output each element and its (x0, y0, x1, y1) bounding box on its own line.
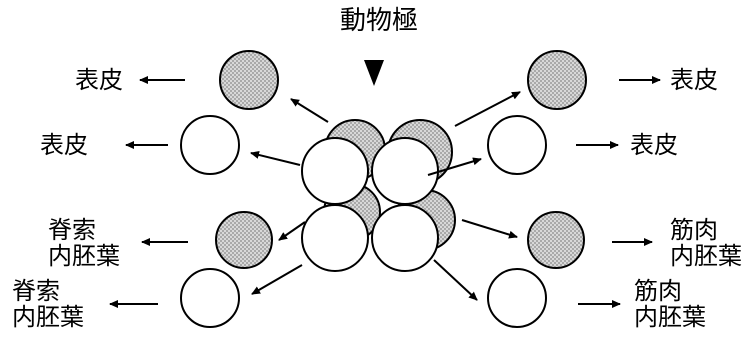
label-left-row3-notochord-endoderm: 脊索 内胚葉 (48, 217, 120, 269)
label-right-row3-line1: 筋肉 (670, 216, 718, 244)
label-left-row3-line2: 内胚葉 (48, 242, 120, 270)
cell-left-row2-white (180, 115, 240, 175)
center-cell-tr (371, 137, 439, 205)
label-left-row4-line2: 内胚葉 (12, 303, 84, 331)
title-animal-pole: 動物極 (340, 6, 419, 36)
arrow-center-to-left-row3 (278, 221, 306, 241)
center-cell-bl (301, 204, 369, 272)
cell-left-row4-white (180, 268, 240, 328)
arrow-center-to-left-row2 (250, 151, 301, 166)
arrow-center-to-right-row2 (427, 157, 482, 176)
label-left-row2-epidermis: 表皮 (40, 131, 88, 159)
label-right-row4-line2: 内胚葉 (634, 303, 706, 331)
arrow-center-to-right-row4 (433, 259, 478, 301)
arrow-center-to-right-row3 (461, 219, 518, 239)
label-right-row3-muscle-endoderm: 筋肉 内胚葉 (670, 217, 742, 269)
label-right-row2-epidermis: 表皮 (630, 131, 678, 159)
label-left-row4-notochord-endoderm: 脊索 内胚葉 (12, 278, 84, 330)
cell-right-row4-white (487, 268, 547, 328)
arrow-center-to-left-row4 (251, 264, 303, 295)
label-right-row1-epidermis: 表皮 (670, 66, 718, 94)
label-left-row1-epidermis: 表皮 (75, 66, 123, 94)
label-right-row4-line1: 筋肉 (634, 277, 682, 305)
animal-pole-marker (364, 60, 384, 86)
cell-left-row3-shaded (215, 211, 273, 269)
cell-right-row3-shaded (527, 211, 585, 269)
center-cell-br (371, 204, 439, 272)
arrow-center-to-right-row1 (454, 91, 521, 127)
arrow-center-to-left-row1 (290, 98, 329, 123)
cell-right-row1-shaded (527, 50, 587, 110)
label-right-row3-line2: 内胚葉 (670, 242, 742, 270)
cell-left-row1-shaded (219, 50, 279, 110)
cell-right-row2-white (487, 115, 547, 175)
center-cell-tl (301, 137, 369, 205)
label-left-row4-line1: 脊索 (12, 277, 60, 305)
label-left-row3-line1: 脊索 (48, 216, 96, 244)
label-right-row4-muscle-endoderm: 筋肉 内胚葉 (634, 278, 706, 330)
